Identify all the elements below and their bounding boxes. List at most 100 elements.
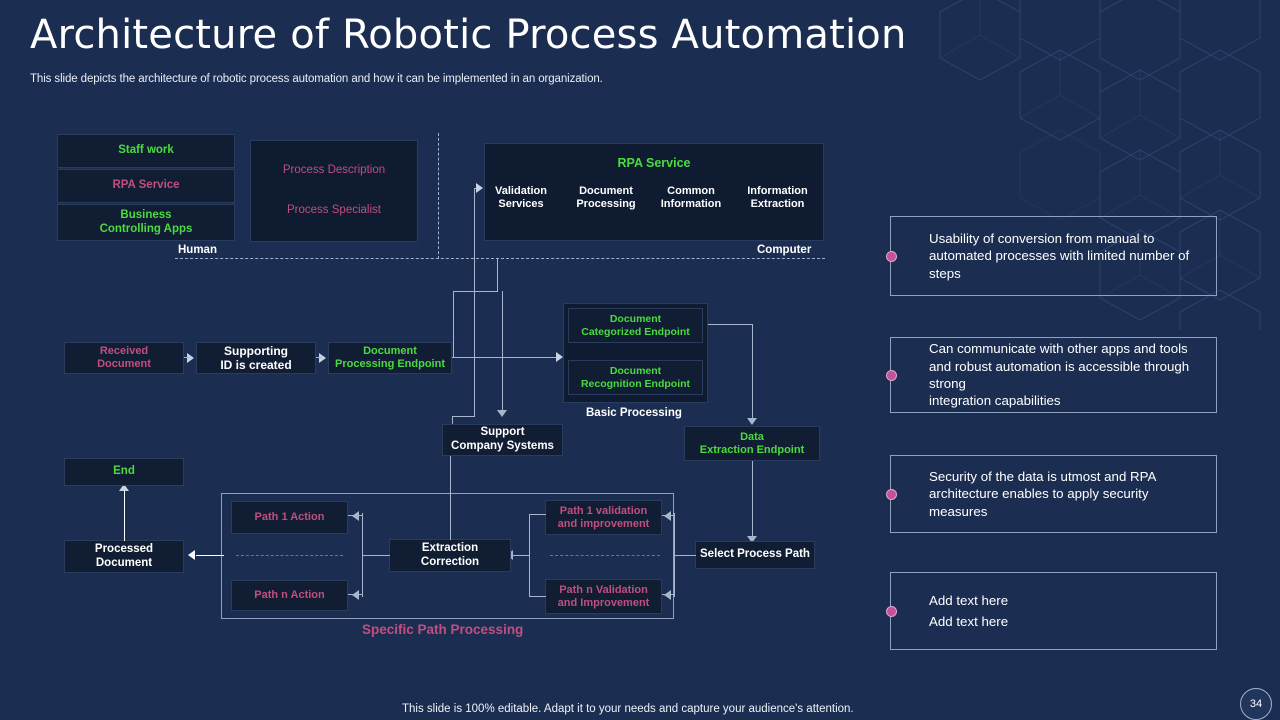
connector-line bbox=[450, 456, 451, 540]
lane-label-computer: Computer bbox=[757, 244, 812, 256]
path-ellipsis-divider-left bbox=[236, 555, 343, 556]
node-extraction-correction[interactable]: Extraction Correction bbox=[389, 539, 511, 572]
node-process-description[interactable]: Process Description bbox=[252, 158, 416, 184]
page-number-badge: 34 bbox=[1240, 688, 1272, 720]
connector-line bbox=[474, 258, 475, 416]
bullet-dot-icon bbox=[886, 489, 897, 500]
node-label: Document Recognition Endpoint bbox=[580, 365, 691, 390]
node-label: Support Company Systems bbox=[451, 426, 554, 452]
rpa-service-item-document-processing[interactable]: Document Processing bbox=[565, 182, 647, 214]
panel-rpa-service bbox=[484, 143, 824, 241]
footer-note: This slide is 100% editable. Adapt it to… bbox=[402, 703, 854, 715]
connector-line bbox=[662, 515, 675, 516]
connector-line bbox=[453, 291, 454, 357]
connector-line bbox=[362, 555, 390, 556]
node-data-extraction-endpoint[interactable]: Data Extraction Endpoint bbox=[684, 426, 820, 461]
node-path-1-validation[interactable]: Path 1 validation and improvement bbox=[545, 500, 662, 535]
node-label: Path 1 Action bbox=[254, 511, 325, 524]
connector-line bbox=[453, 291, 498, 292]
node-received-document[interactable]: Received Document bbox=[64, 342, 184, 374]
node-label: Validation Services bbox=[495, 185, 547, 210]
node-document-recognition-endpoint[interactable]: Document Recognition Endpoint bbox=[568, 360, 703, 395]
node-label: Process Specialist bbox=[287, 204, 381, 217]
node-label: Path n Validation and Improvement bbox=[557, 583, 650, 609]
node-label: Path n Action bbox=[254, 589, 325, 602]
node-label: RPA Service bbox=[617, 155, 691, 170]
node-path-n-action[interactable]: Path n Action bbox=[231, 580, 348, 611]
node-document-categorized-endpoint[interactable]: Document Categorized Endpoint bbox=[568, 308, 703, 343]
connector-arrow bbox=[556, 352, 563, 362]
node-processed-document[interactable]: Processed Document bbox=[64, 540, 184, 573]
connector-line bbox=[316, 357, 322, 358]
rpa-service-title: RPA Service bbox=[484, 152, 824, 174]
bullet-panel-2[interactable]: Can communicate with other apps and tool… bbox=[890, 337, 1217, 413]
page-subtitle: This slide depicts the architecture of r… bbox=[30, 73, 603, 85]
node-label: Select Process Path bbox=[700, 548, 810, 561]
node-label: Data Extraction Endpoint bbox=[699, 430, 805, 456]
panel-specific-path-processing bbox=[221, 493, 674, 619]
connector-line bbox=[674, 513, 675, 597]
bullet-dot-icon bbox=[886, 606, 897, 617]
node-label: Common Information bbox=[660, 185, 722, 210]
node-path-n-validation[interactable]: Path n Validation and Improvement bbox=[545, 579, 662, 614]
connector-line bbox=[452, 416, 475, 417]
connector-arrow bbox=[352, 511, 359, 521]
page-title: Architecture of Robotic Process Automati… bbox=[30, 12, 907, 58]
connector-arrow bbox=[664, 511, 671, 521]
connector-arrow bbox=[187, 353, 194, 363]
connector-arrow bbox=[664, 590, 671, 600]
node-select-process-path[interactable]: Select Process Path bbox=[695, 541, 815, 569]
connector-line bbox=[474, 188, 475, 263]
bullet-text: Add text here Add text here bbox=[929, 592, 1009, 629]
node-label: Document Processing Endpoint bbox=[334, 345, 445, 370]
node-support-company-systems[interactable]: Support Company Systems bbox=[442, 424, 563, 456]
connector-line bbox=[348, 515, 363, 516]
node-label: Business Controlling Apps bbox=[99, 208, 193, 235]
lane-divider-horizontal bbox=[175, 258, 825, 259]
connector-line bbox=[708, 324, 752, 325]
node-label: Extraction Correction bbox=[420, 541, 480, 568]
rpa-service-item-information-extraction[interactable]: Information Extraction bbox=[735, 182, 820, 214]
node-label: Staff work bbox=[118, 144, 174, 157]
connector-line bbox=[196, 555, 224, 556]
rpa-service-item-common-information[interactable]: Common Information bbox=[650, 182, 732, 214]
bullet-text: Can communicate with other apps and tool… bbox=[929, 341, 1190, 409]
bullet-panel-3[interactable]: Security of the data is utmost and RPA a… bbox=[890, 455, 1217, 533]
node-rpa-service-human[interactable]: RPA Service bbox=[57, 169, 235, 203]
panel-label-specific-path-processing: Specific Path Processing bbox=[362, 622, 524, 637]
connector-arrow bbox=[188, 550, 195, 560]
node-label: Information Extraction bbox=[747, 185, 808, 210]
bullet-dot-icon bbox=[886, 251, 897, 262]
bullet-text: Security of the data is utmost and RPA a… bbox=[929, 469, 1156, 519]
node-process-specialist[interactable]: Process Specialist bbox=[252, 198, 416, 224]
connector-arrow bbox=[497, 410, 507, 417]
node-label: RPA Service bbox=[112, 179, 180, 192]
node-label: Path 1 validation and improvement bbox=[557, 504, 650, 530]
node-business-controlling-apps[interactable]: Business Controlling Apps bbox=[57, 204, 235, 241]
bullet-text: Usability of conversion from manual to a… bbox=[929, 231, 1190, 281]
connector-arrow bbox=[119, 484, 129, 491]
rpa-service-item-validation-services[interactable]: Validation Services bbox=[486, 182, 556, 214]
connector-arrow bbox=[319, 353, 326, 363]
bullet-panel-1[interactable]: Usability of conversion from manual to a… bbox=[890, 216, 1217, 296]
connector-line bbox=[662, 594, 675, 595]
node-staff-work[interactable]: Staff work bbox=[57, 134, 235, 168]
node-label: Received Document bbox=[97, 345, 151, 370]
node-end[interactable]: End bbox=[64, 458, 184, 486]
connector-line bbox=[452, 357, 560, 358]
node-supporting-id-created[interactable]: Supporting ID is created bbox=[196, 342, 316, 374]
lane-label-human: Human bbox=[178, 244, 217, 256]
connector-line bbox=[529, 596, 546, 597]
connector-arrow bbox=[747, 418, 757, 425]
bullet-panel-4[interactable]: Add text here Add text here bbox=[890, 572, 1217, 650]
panel-label-basic-processing: Basic Processing bbox=[586, 407, 682, 419]
connector-line bbox=[184, 357, 190, 358]
node-path-1-action[interactable]: Path 1 Action bbox=[231, 501, 348, 534]
connector-line bbox=[752, 461, 753, 538]
node-label: Process Description bbox=[282, 164, 386, 177]
connector-line bbox=[752, 324, 753, 419]
node-label: Document Processing bbox=[576, 185, 636, 210]
node-document-processing-endpoint[interactable]: Document Processing Endpoint bbox=[328, 342, 452, 374]
connector-arrow bbox=[352, 590, 359, 600]
